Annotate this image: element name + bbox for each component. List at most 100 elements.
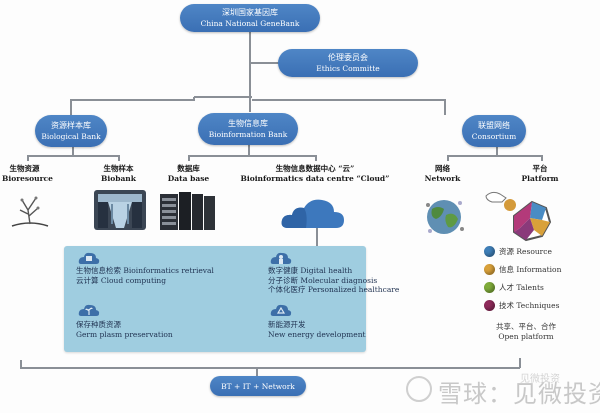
- child-zh: 数据库: [177, 164, 200, 173]
- service-digital-health: 数字健康 Digital health 分子诊断 Molecular diagn…: [268, 266, 399, 295]
- connector: [72, 145, 74, 155]
- legend-label: 资源 Resource: [499, 247, 552, 256]
- connector: [444, 99, 446, 115]
- service-line: 保存种质资源: [76, 320, 121, 329]
- service-line: Germ plasm preservation: [76, 329, 173, 339]
- child-zh: 生物资源: [9, 164, 40, 173]
- child-zh: 生物样本: [103, 164, 134, 173]
- connector: [249, 94, 251, 112]
- connector: [316, 226, 318, 246]
- watermark-logo-icon: [406, 376, 432, 402]
- cloud-icon: [281, 199, 344, 228]
- node-zh-label: 生物信息库: [228, 119, 268, 128]
- legend-dot: [484, 300, 495, 311]
- child-zh: 网络: [435, 164, 450, 173]
- child-zh: 平台: [532, 164, 548, 173]
- cloud-services-panel: 生物信息检索 Bioinformatics retrieval 云计算 Clou…: [64, 246, 399, 352]
- node-ethics-committee[interactable]: 伦理委员会 Ethics Committe: [278, 49, 418, 77]
- node-zh-label: 联盟网络: [478, 121, 510, 130]
- connector: [27, 155, 29, 161]
- connector: [541, 155, 543, 161]
- node-en-label: Ethics Committe: [316, 64, 380, 73]
- service-new-energy: 新能源开发 New energy development: [268, 320, 366, 339]
- server-rack-icon: [160, 192, 215, 230]
- connector: [70, 99, 194, 101]
- child-database: 数据库 Data base: [166, 164, 211, 184]
- node-label: BT + IT + Network: [221, 381, 295, 391]
- node-en-label: China National GeneBank: [200, 19, 300, 28]
- service-germ-plasm: 保存种质资源 Germ plasm preservation: [76, 320, 173, 339]
- child-en: Platform: [521, 174, 559, 183]
- connector: [447, 155, 542, 157]
- node-china-national-genebank[interactable]: 深圳国家基因库 China National GeneBank: [180, 4, 320, 32]
- connector: [256, 368, 258, 378]
- connector: [315, 155, 317, 161]
- connector: [252, 99, 445, 101]
- node-zh-label: 资源样本库: [51, 121, 91, 130]
- node-biological-bank[interactable]: 资源样本库 Biological Bank: [35, 115, 107, 147]
- legend-talents: 人才 Talents: [484, 282, 544, 293]
- child-en: Bioresource: [2, 174, 53, 183]
- connector: [20, 360, 22, 368]
- globe-icon: [426, 200, 464, 234]
- node-en-label: Consortium: [471, 132, 517, 141]
- plant-icon: [11, 196, 49, 227]
- connector: [194, 96, 252, 98]
- connector: [188, 155, 190, 161]
- cloud-monitor-icon: [78, 252, 100, 264]
- legend-techniques: 技术 Techniques: [484, 300, 559, 311]
- child-zh: 生物信息数据中心 “云”: [275, 164, 355, 173]
- connector: [248, 145, 250, 155]
- watermark-text: 雪球：见微投资: [438, 380, 600, 408]
- node-zh-label: 伦理委员会: [328, 53, 368, 62]
- node-en-label: Biological Bank: [41, 132, 101, 141]
- service-line: 云计算 Cloud computing: [76, 275, 167, 285]
- child-cloud-centre: 生物信息数据中心 “云” Bioinformatics data centre …: [240, 164, 390, 184]
- legend-dot: [484, 246, 495, 257]
- legend-dot: [484, 282, 495, 293]
- puzzle-heptagon-icon: [485, 191, 552, 242]
- server-room-icon: [94, 190, 146, 230]
- service-line: 分子诊断 Molecular diagnosis: [268, 275, 378, 285]
- open-platform-en: Open platform: [498, 332, 554, 341]
- connector: [118, 155, 120, 161]
- service-line: 生物信息检索 Bioinformatics retrieval: [76, 266, 214, 275]
- node-consortium[interactable]: 联盟网络 Consortium: [462, 115, 526, 147]
- connector: [27, 155, 120, 157]
- node-bioinformation-bank[interactable]: 生物信息库 Bioinformation Bank: [198, 113, 298, 145]
- service-line: 数字健康 Digital health: [268, 266, 353, 275]
- node-bt-it-network[interactable]: BT + IT + Network: [210, 376, 306, 396]
- legend-label: 人才 Talents: [499, 283, 544, 292]
- child-en: Network: [424, 174, 461, 183]
- cloud-recycle-icon: [270, 304, 292, 316]
- legend-information: 信息 Information: [484, 264, 561, 275]
- legend-label: 技术 Techniques: [499, 301, 560, 310]
- connector: [447, 155, 449, 161]
- node-zh-label: 深圳国家基因库: [222, 8, 278, 17]
- legend-label: 信息 Information: [499, 265, 562, 274]
- child-en: Data base: [167, 174, 210, 183]
- service-bioinformatics-retrieval: 生物信息检索 Bioinformatics retrieval 云计算 Clou…: [76, 266, 214, 285]
- service-line: 个体化医疗 Personalized healthcare: [268, 285, 400, 294]
- cloud-plant-icon: [78, 304, 100, 316]
- service-line: 新能源开发: [268, 320, 306, 329]
- child-network: 网络 Network: [420, 164, 465, 184]
- child-en: Bioinformatics data centre “Cloud”: [240, 174, 390, 183]
- legend-dot: [484, 264, 495, 275]
- connector: [496, 145, 498, 155]
- cloud-doctor-icon: [270, 252, 292, 264]
- service-line: New energy development: [268, 329, 366, 339]
- connector: [180, 367, 520, 369]
- connector: [193, 97, 195, 101]
- open-platform-zh: 共享、平台、合作: [496, 322, 556, 331]
- child-bioresource: 生物资源 Bioresource: [2, 164, 53, 184]
- legend-resource: 资源 Resource: [484, 246, 552, 257]
- connector: [249, 62, 279, 64]
- open-platform-label: 共享、平台、合作 Open platform: [484, 322, 568, 342]
- connector: [70, 99, 72, 115]
- child-biobank: 生物样本 Biobank: [96, 164, 141, 184]
- child-platform: 平台 Platform: [515, 164, 565, 184]
- child-en: Biobank: [101, 174, 136, 183]
- connector: [519, 358, 521, 368]
- watermark-small-text: 见微投资: [520, 374, 560, 385]
